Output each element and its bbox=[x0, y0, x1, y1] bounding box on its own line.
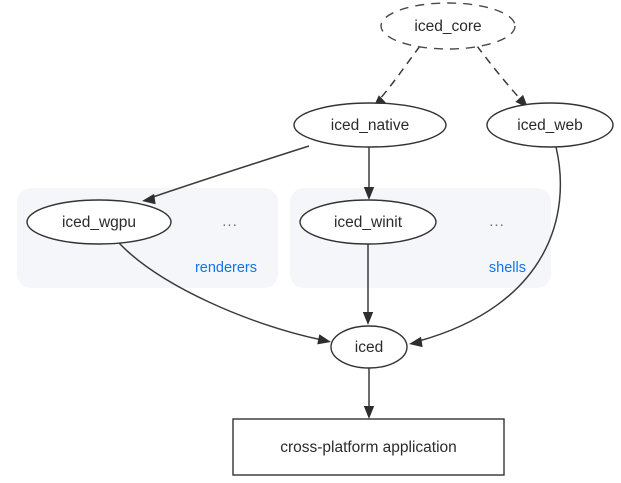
node-iced_native[interactable]: iced_native bbox=[293, 102, 447, 148]
edges-group bbox=[118, 45, 562, 419]
node-shape-iced_native bbox=[293, 102, 447, 148]
cluster-labels-group: renderers shells bbox=[195, 260, 526, 276]
node-iced_winit[interactable]: iced_winit bbox=[299, 199, 437, 245]
node-shape-iced bbox=[330, 325, 408, 369]
node-label-iced_native: iced_native bbox=[331, 117, 409, 134]
edge-core-to-native bbox=[377, 45, 421, 102]
node-label-app: cross-platform application bbox=[280, 439, 457, 456]
node-shape-app bbox=[232, 418, 505, 476]
node-label-iced_core: iced_core bbox=[414, 18, 481, 35]
node-label-iced_winit: iced_winit bbox=[334, 214, 403, 231]
node-app[interactable]: cross-platform application bbox=[232, 418, 505, 476]
node-shape-iced_winit bbox=[299, 199, 437, 245]
node-shape-iced_web bbox=[486, 102, 614, 148]
node-iced_core[interactable]: iced_core bbox=[380, 2, 516, 50]
node-shape-iced_core bbox=[380, 2, 516, 50]
ellipsis-renderers-more: ... bbox=[222, 213, 238, 230]
arrowhead-native-to-winit bbox=[363, 187, 375, 200]
node-shape-iced_wgpu bbox=[26, 199, 172, 245]
node-label-iced: iced bbox=[355, 339, 383, 356]
edge-core-to-web bbox=[476, 45, 524, 103]
arrowhead-winit-to-iced bbox=[362, 312, 374, 325]
node-iced_wgpu[interactable]: iced_wgpu bbox=[26, 199, 172, 245]
arrowhead-native-to-wgpu bbox=[142, 193, 156, 205]
node-iced_web[interactable]: iced_web bbox=[486, 102, 614, 148]
arrowhead-iced-to-app bbox=[363, 406, 375, 419]
arrowhead-web-to-iced bbox=[409, 336, 423, 348]
node-label-iced_wgpu: iced_wgpu bbox=[62, 214, 136, 231]
edge-wgpu-to-iced bbox=[118, 242, 323, 341]
node-label-iced_web: iced_web bbox=[517, 117, 583, 134]
edge-web-to-iced bbox=[418, 146, 562, 342]
node-iced[interactable]: iced bbox=[330, 325, 408, 369]
ellipsis-markers-group: ...... bbox=[222, 213, 505, 230]
cluster-label-renderers: renderers bbox=[195, 260, 257, 276]
cluster-label-shells: shells bbox=[489, 260, 526, 276]
arrowhead-wgpu-to-iced bbox=[317, 334, 331, 345]
ellipsis-shells-more: ... bbox=[489, 213, 505, 230]
edge-native-to-wgpu bbox=[152, 145, 310, 198]
